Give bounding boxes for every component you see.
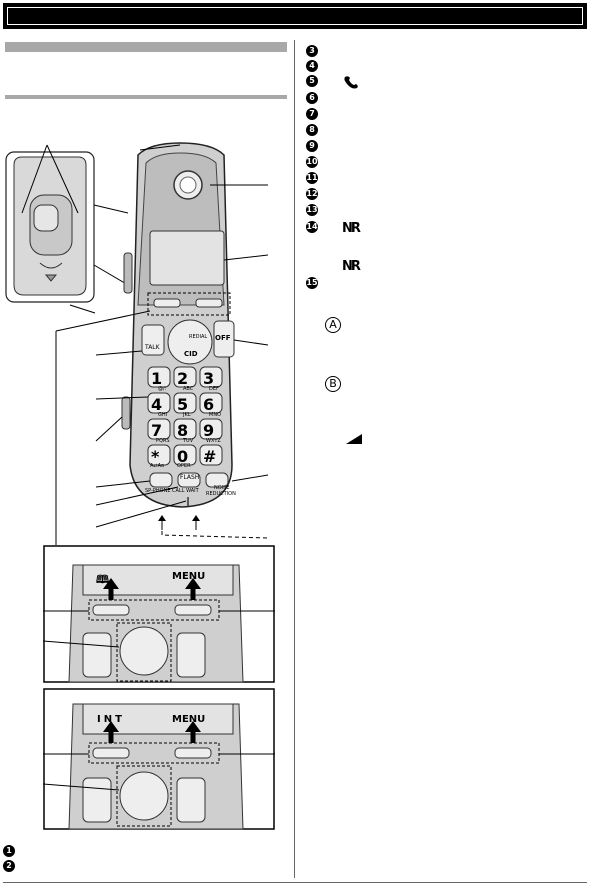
key-3[interactable]: 3 — [203, 369, 215, 388]
key-star[interactable]: * — [151, 447, 160, 466]
badge-b: B — [325, 376, 341, 392]
key-4-letters: GHI — [158, 412, 168, 418]
reduction-label: REDUCTION — [206, 491, 236, 497]
key-3-letters: DEF — [209, 386, 219, 392]
key-hash[interactable]: # — [203, 447, 217, 466]
key-1-letters: @/: — [158, 386, 167, 392]
list-item-4: 4 — [306, 60, 318, 72]
list-item-12: 12 — [306, 188, 318, 200]
column-divider — [294, 40, 295, 878]
flash-key-label[interactable]: FLASH — [180, 474, 200, 481]
key-5-letters: JKL — [183, 412, 191, 418]
noise-reduction-icon: NR — [342, 221, 361, 236]
redial-label: REDIAL — [189, 334, 208, 340]
key-2-letters: ABC — [183, 386, 194, 392]
handset-illustration — [5, 142, 269, 545]
list-item-10: 10 — [306, 156, 318, 168]
key-2[interactable]: 2 — [177, 369, 189, 388]
badge-a: A — [325, 317, 341, 333]
key-star-letters: A⇄Aa — [150, 463, 165, 469]
sp-phone-label[interactable]: SP-PHONE — [145, 488, 171, 494]
list-item-11: 11 — [306, 172, 318, 184]
key-9-letters: WXYZ — [206, 438, 221, 444]
off-key-label[interactable]: OFF — [215, 334, 231, 342]
header-bar — [3, 3, 587, 29]
detail-a-menu-label: MENU — [172, 571, 206, 582]
key-1[interactable]: 1 — [151, 369, 163, 388]
list-item-13: 13 — [306, 204, 318, 216]
list-item-9: 9 — [306, 140, 318, 152]
list-item-6: 6 — [306, 92, 318, 104]
list-item-7: 7 — [306, 108, 318, 120]
detail-a-phonebook-label: 🕮 — [96, 573, 109, 586]
talk-key-label[interactable]: TALK — [145, 344, 160, 351]
list-item-1: 1 — [3, 845, 15, 857]
section-divider — [5, 95, 287, 99]
list-item-14: 14 — [306, 221, 318, 233]
key-7[interactable]: 7 — [151, 421, 163, 440]
footer-rule — [3, 882, 587, 883]
noise-reduction-icon-2: NR — [342, 259, 361, 274]
phone-icon — [344, 76, 358, 89]
volume-icon — [346, 434, 362, 444]
detail-a-illustration — [43, 545, 275, 683]
detail-b-illustration — [43, 688, 275, 830]
list-item-3: 3 — [306, 45, 318, 57]
key-8-letters: TUV — [183, 438, 194, 444]
key-4[interactable]: 4 — [151, 395, 163, 414]
call-wait-label: CALL WAIT — [172, 488, 199, 494]
key-0[interactable]: 0 — [177, 447, 189, 466]
detail-b-int-label: INT — [97, 714, 125, 725]
key-9[interactable]: 9 — [203, 421, 215, 440]
section-title-bar — [5, 42, 287, 52]
key-6-letters: MNO — [209, 412, 221, 418]
key-7-letters: PQRS — [156, 438, 170, 444]
list-item-2: 2 — [3, 860, 15, 872]
key-0-letters: OPER — [177, 463, 191, 469]
key-6[interactable]: 6 — [203, 395, 215, 414]
key-5[interactable]: 5 — [177, 395, 189, 414]
list-item-8: 8 — [306, 124, 318, 136]
cid-label: CID — [184, 350, 198, 358]
detail-b-menu-label: MENU — [172, 714, 206, 725]
noise-label: NOISE — [214, 485, 230, 491]
list-item-15: 15 — [306, 277, 318, 289]
key-8[interactable]: 8 — [177, 421, 189, 440]
list-item-5: 5 — [306, 75, 318, 87]
